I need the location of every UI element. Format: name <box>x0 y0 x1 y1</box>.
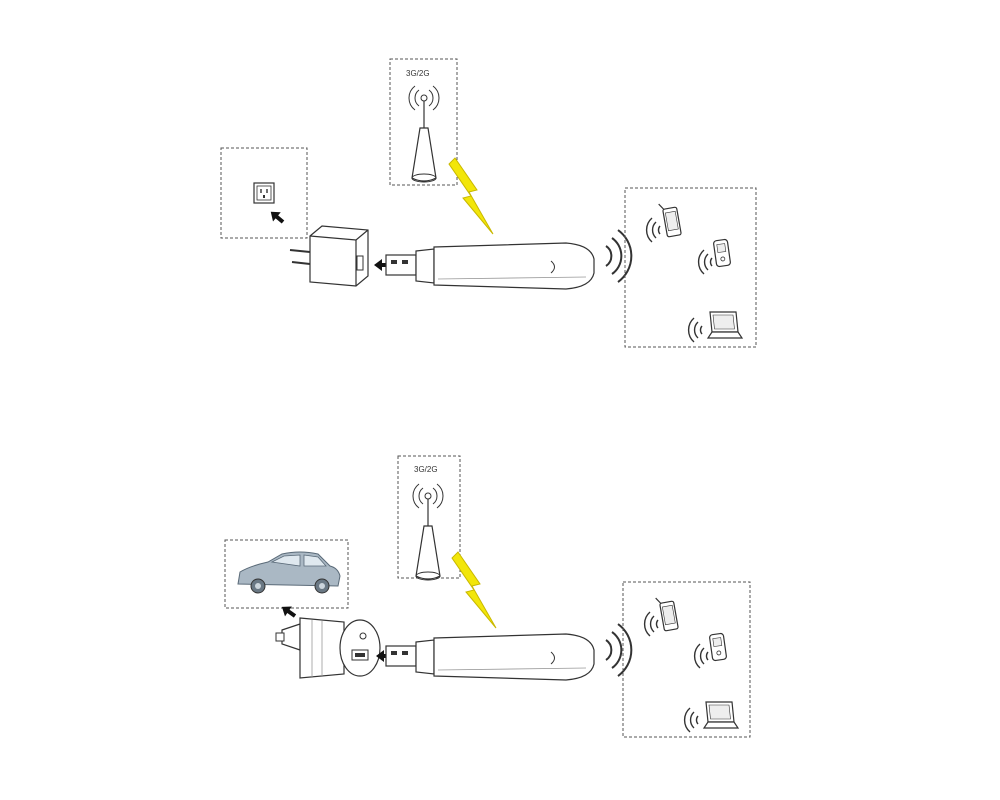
cell-tower-frame <box>389 58 458 186</box>
car-icon <box>237 551 341 594</box>
wifi-waves-icon <box>605 623 633 677</box>
lightning-bolt-icon <box>451 551 497 629</box>
wifi-waves-icon <box>697 249 713 275</box>
lightning-bolt-icon <box>448 157 494 235</box>
devices-frame <box>624 187 757 348</box>
cell-tower-icon <box>412 483 444 581</box>
wifi-waves-icon <box>693 643 709 669</box>
car-charger-icon <box>275 617 381 679</box>
tower-label: 3G/2G <box>414 465 438 474</box>
scenario-car-charger: 3G/2G <box>224 455 751 738</box>
laptop-icon <box>707 311 743 339</box>
smartphone-icon <box>655 594 679 633</box>
phone-icon <box>712 238 732 268</box>
smartphone-icon <box>658 200 682 239</box>
laptop-icon <box>703 701 739 729</box>
scenario-wall-charger: 3G/2G <box>220 58 757 348</box>
wifi-waves-icon <box>643 611 659 637</box>
wifi-waves-icon <box>605 229 633 283</box>
tower-label: 3G/2G <box>406 69 430 78</box>
wifi-waves-icon <box>683 707 699 733</box>
arrow-icon <box>278 601 299 621</box>
devices-frame <box>622 581 751 738</box>
arrow-icon <box>266 207 287 227</box>
cell-tower-icon <box>408 85 440 183</box>
wifi-waves-icon <box>645 217 661 243</box>
wall-outlet-frame <box>220 147 308 239</box>
usb-modem-icon <box>385 242 595 290</box>
usb-modem-icon <box>385 633 595 681</box>
wall-outlet-icon <box>253 182 275 204</box>
usb-wall-adapter-icon <box>289 225 369 287</box>
wifi-waves-icon <box>687 317 703 343</box>
phone-icon <box>708 632 728 662</box>
